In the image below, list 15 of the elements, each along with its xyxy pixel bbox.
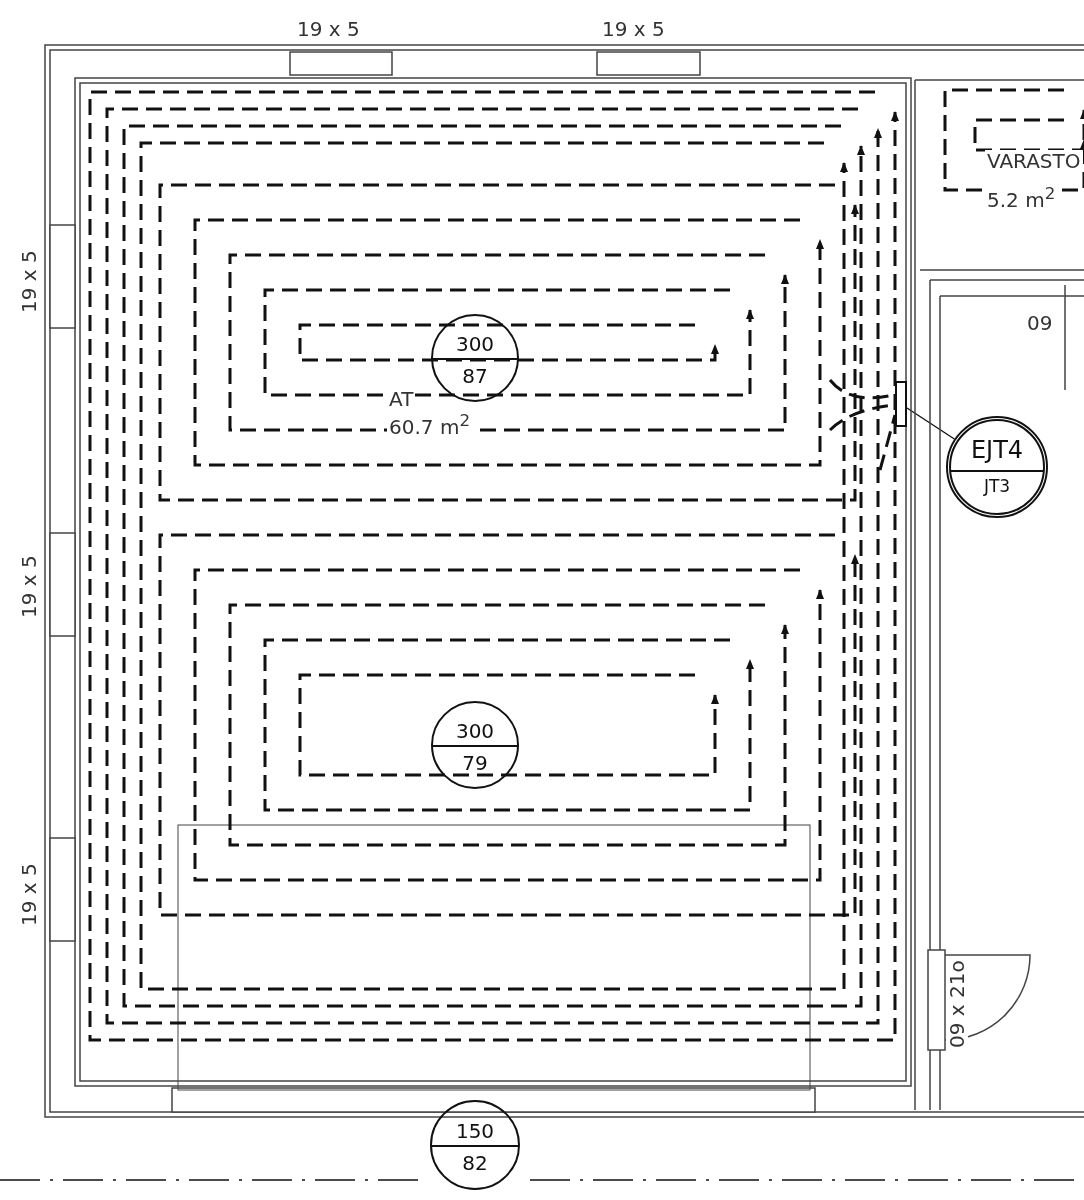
manifold-code: EJT4 xyxy=(969,438,1025,462)
heating-loop-tag-circle xyxy=(430,1100,520,1190)
circuit-code: JT3 xyxy=(982,478,1012,495)
heating-loop-tag-circle xyxy=(431,314,519,402)
leader-line xyxy=(906,407,955,440)
manifold-tag-circle xyxy=(946,416,1048,518)
pipe-spacing: 300 xyxy=(454,721,496,741)
pipe-spacing: 300 xyxy=(454,334,496,354)
manifold-box xyxy=(895,381,907,427)
loop-length: 82 xyxy=(461,1153,489,1173)
loop-length: 87 xyxy=(461,366,489,386)
loop-length: 79 xyxy=(461,753,489,773)
heating-loop-tag-circle xyxy=(431,701,519,789)
pipe-spacing: 150 xyxy=(454,1121,496,1141)
opening-size-label: 09 x 21o xyxy=(946,958,968,1050)
